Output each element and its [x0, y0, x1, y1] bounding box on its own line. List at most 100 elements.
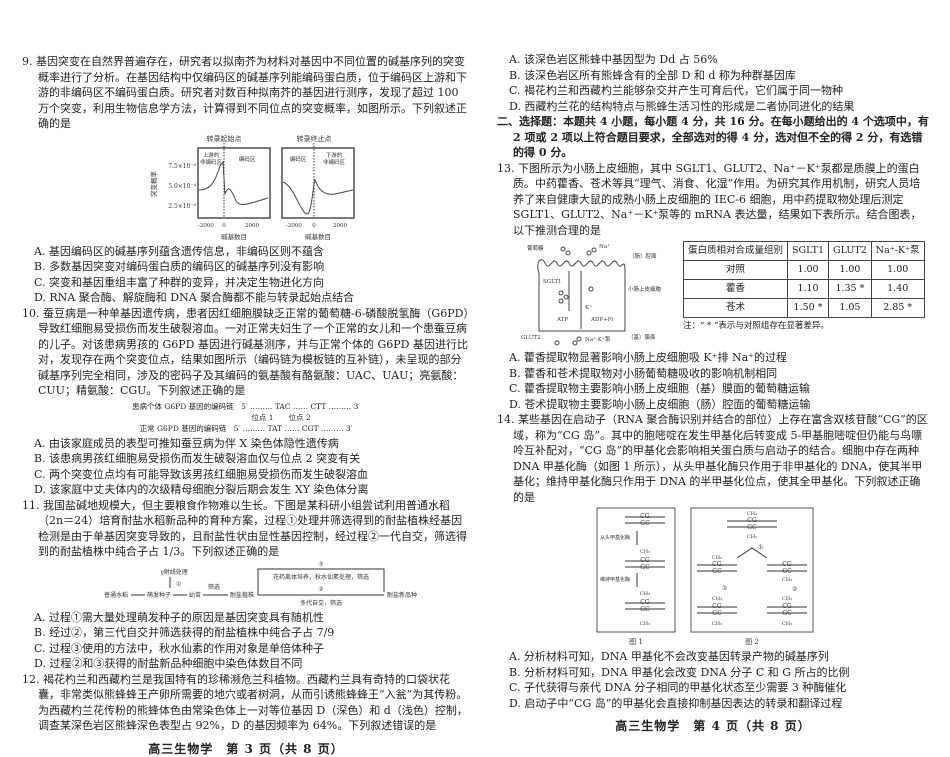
table-cell: 苍术 — [684, 299, 788, 318]
seq-sites: 位点 1 位点 2 — [22, 412, 470, 423]
option-b: B. 经过②，第三代自交并筛选获得的耐盐植株中纯合子占 7/9 — [34, 625, 470, 641]
svg-text:CG: CG — [712, 561, 722, 568]
q14-options: A. 分析材料可知，DNA 甲基化不会改变基因转录产物的碱基序列 B. 分析材料… — [497, 649, 929, 711]
svg-text:GC: GC — [782, 568, 792, 575]
option-a: A. 基因编码区的碱基序列蕴含遗传信息，非编码区则不蕴含 — [34, 244, 470, 260]
label-atp: ATP — [556, 317, 568, 323]
table-cell: 1.00 — [871, 261, 924, 280]
x-tick: 0 — [222, 223, 226, 229]
label-na: Na⁺ — [599, 244, 610, 250]
table-cell: 1.05 — [829, 299, 872, 318]
option-a: A. 该深色岩区熊蜂中基因型为 Dd 占 56% — [509, 52, 929, 68]
chart-label-end: 转录终止点 — [297, 134, 332, 143]
label-basal: （基）膜面 — [628, 333, 656, 341]
svg-text:CH₃: CH₃ — [782, 577, 792, 583]
option-c: C. 褐花杓兰和西藏杓兰能够杂交并产生可育后代，它们属于同一物种 — [509, 83, 929, 99]
svg-text:CG: CG — [782, 561, 792, 568]
x-label: 碱基数目 — [305, 232, 331, 241]
q11-options: A. 过程①需大量处理萌发种子的原因是基因突变具有随机性 B. 经过②，第三代自… — [22, 610, 470, 672]
step-2: ② — [722, 585, 727, 592]
svg-text:GC: GC — [640, 564, 650, 571]
label-cell: 小肠上皮细胞 — [628, 285, 662, 293]
table-cell: 对照 — [684, 261, 788, 280]
page-footer-left: 高三生物学 第 3 页（共 8 页） — [22, 742, 470, 757]
curve-right — [283, 180, 353, 214]
svg-text:CG: CG — [640, 557, 650, 564]
q9-options: A. 基因编码区的碱基序列蕴含遗传信息，非编码区则不蕴含 B. 多数基因突变对编… — [22, 244, 470, 306]
option-b: B. 分析材料可知，DNA 甲基化会改变 DNA 分子 C 和 G 所占的比例 — [509, 665, 929, 681]
svg-text:CG: CG — [712, 603, 722, 610]
option-d: D. 西藏杓兰花的结构特点与熊蜂生活习性的形成是二者协同进化的结果 — [509, 99, 929, 115]
region-label: 上游的 — [203, 151, 220, 159]
x-tick: 2000 — [333, 223, 347, 229]
svg-text:GC: GC — [782, 610, 792, 617]
q12-options: A. 该深色岩区熊蜂中基因型为 Dd 占 56% B. 该深色岩区所有熊蜂含有的… — [497, 52, 929, 114]
svg-text:CG: CG — [640, 513, 650, 520]
flow-label: 普通水稻 — [104, 591, 128, 599]
flow-label: ② — [318, 586, 323, 593]
y-label: 突变概率 — [149, 170, 158, 197]
seq-patient: 患病个体 G6PD 基因的编码链 5′ ……… TAC …… CTT ……… 3… — [22, 401, 470, 412]
option-c: C. 突变和基因重组丰富了种群的变异，并决定生物进化方向 — [34, 275, 470, 291]
table-cell: 1.00 — [829, 261, 872, 280]
flow-label: ③ — [318, 561, 323, 568]
x-label: 碱基数目 — [221, 232, 247, 241]
option-d: D. 苍术提取物主要影响小肠上皮细胞（肠）腔面的葡萄糖运输 — [509, 397, 929, 413]
page-footer-right: 高三生物学 第 4 页（共 8 页） — [497, 719, 929, 735]
option-d: D. 过程②和③获得的耐盐新品种细胞中染色体数目不同 — [34, 656, 470, 672]
table-cell: 1.00 — [788, 261, 829, 280]
svg-text:GC: GC — [747, 524, 757, 531]
q12-stem: 12. 褐花杓兰和西藏杓兰是我国特有的珍稀濒危兰科植物。西藏杓兰具有奇特的口袋状… — [22, 672, 470, 734]
flow-label: ① — [176, 581, 181, 588]
option-b: B. 该患病男孩红细胞易受损伤而发生破裂溶血仅与位点 2 突变有关 — [34, 451, 470, 467]
q13-options: A. 藿香提取物显著影响小肠上皮细胞吸 K⁺排 Na⁺的过程 B. 藿香和苍术提… — [497, 350, 929, 412]
table-header: Na⁺-K⁺泵 — [871, 242, 924, 261]
svg-text:CH₃: CH₃ — [712, 596, 722, 602]
option-a: A. 藿香提取物显著影响小肠上皮细胞吸 K⁺排 Na⁺的过程 — [509, 350, 929, 366]
option-c: C. 两个突变位点均有可能导致该男孩红细胞易受损伤而发生破裂溶血 — [34, 467, 470, 483]
q11-figure: γ射线处理 ① 普通水稻 萌发种子 幼苗 筛选 耐盐植株 ③ 花药离体培养，秋水… — [22, 560, 470, 610]
table-header: SGLT1 — [788, 242, 829, 261]
option-c: C. 子代获得与亲代 DNA 分子相同的甲基化状态至少需要 3 种酶催化 — [509, 680, 929, 696]
option-c: C. 藿香提取物主要影响小肠上皮细胞（基）膜面的葡萄糖运输 — [509, 381, 929, 397]
option-a: A. 过程①需大量处理萌发种子的原因是基因突变具有随机性 — [34, 610, 470, 626]
x-tick: -2000 — [286, 223, 302, 229]
q13-stem: 13. 下图所示为小肠上皮细胞，其中 SGLT1、GLUT2、Na⁺－K⁺泵都是… — [497, 161, 929, 239]
region-label: 编码区 — [290, 155, 307, 163]
svg-text:CH₃: CH₃ — [640, 549, 650, 555]
y-tick: 2.5×10⁻⁴ — [168, 203, 196, 210]
region-label: 非编码区 — [200, 158, 223, 166]
svg-text:CG: CG — [747, 517, 757, 524]
table-cell: 1.35 * — [829, 280, 872, 299]
section-2-heading: 二、选择题：本题共 4 小题，每小题 4 分，共 16 分。在每小题给出的 4 … — [497, 114, 929, 161]
region-label: 下游的 — [326, 151, 343, 159]
table-cell: 1.10 — [788, 280, 829, 299]
figure-1-caption: 图 1 — [629, 638, 643, 646]
step-2: ② — [792, 586, 797, 593]
seq-normal: 正常 G6PD 基因的编码链 5′ ……… TAT …… CGT ……… 3′ — [22, 423, 470, 434]
label-denovo: 从头甲基化酶 — [600, 534, 630, 541]
q10-sequence-figure: 患病个体 G6PD 基因的编码链 5′ ……… TAC …… CTT ……… 3… — [22, 399, 470, 436]
option-d: D. 启动子中“CG 岛”的甲基化会直接抑制基因表达的转录和翻译过程 — [509, 696, 929, 712]
q13-table-wrap: 蛋白质相对合成量组别 SGLT1 GLUT2 Na⁺-K⁺泵 对照 1.00 1… — [683, 241, 925, 332]
option-a: A. 由该家庭成员的表型可推知蚕豆病为伴 X 染色体隐性遗传病 — [34, 436, 470, 452]
x-tick: 0 — [312, 223, 316, 229]
option-c: C. 过程③使用的方法中，秋水仙素的作用对象是单倍体种子 — [34, 641, 470, 657]
label-maint: 维持甲基化酶 — [600, 576, 630, 583]
x-tick: 2000 — [245, 223, 259, 229]
q9-mutation-chart: 转录起始点 转录终止点 上游的 非编码区 编码区 编码区 下游的 非编码区 7.… — [142, 132, 372, 244]
table-header: GLUT2 — [829, 242, 872, 261]
table-row: 对照 1.00 1.00 1.00 — [684, 261, 925, 280]
option-b: B. 藿香和苍术提取物对小肠葡萄糖吸收的影响机制相同 — [509, 366, 929, 382]
left-page-column: 9. 基因突变在自然界普遍存在，研究者以拟南芥为材料对基因中不同位置的碱基序列的… — [22, 54, 470, 757]
flow-label: 筛选 — [208, 583, 220, 591]
table-cell: 2.85 * — [871, 299, 924, 318]
svg-text:GC: GC — [640, 606, 650, 613]
q13-cell-diagram: 葡萄糖 Na⁺ （肠）腔面 SGLT1 小肠上皮细胞 K⁺ ATP ADP+Pi… — [521, 241, 671, 347]
